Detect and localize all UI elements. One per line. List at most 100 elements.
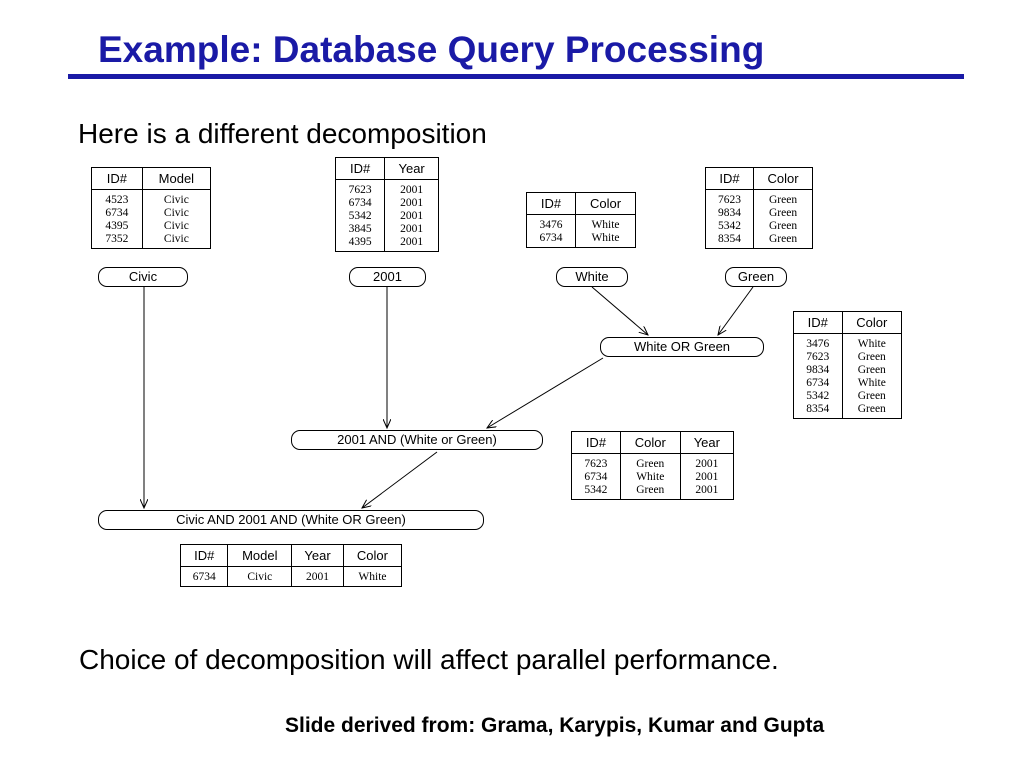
table-cell: Green bbox=[753, 220, 813, 233]
table-cell: Green bbox=[753, 189, 813, 207]
column-header: ID# bbox=[180, 544, 228, 567]
table-row: 3476 White bbox=[794, 333, 902, 351]
column-header: Year bbox=[384, 157, 439, 180]
column-header: Color bbox=[619, 431, 681, 454]
node-2001-and-white-or-green: 2001 AND (White or Green) bbox=[291, 430, 543, 450]
column-header: Color bbox=[575, 192, 636, 215]
column-header: ID# bbox=[793, 311, 843, 334]
title-underline bbox=[68, 74, 964, 79]
column-header: Color bbox=[841, 311, 902, 334]
table-cell: 5342 bbox=[584, 484, 608, 496]
table-cell: White bbox=[575, 214, 636, 232]
table-row: 8354 Green bbox=[794, 403, 902, 419]
table-row: 6734 2001 bbox=[336, 197, 439, 210]
table-cell: Green bbox=[841, 390, 902, 403]
arrow-or-to-and bbox=[487, 357, 604, 428]
table-cell: 9834 bbox=[806, 364, 830, 376]
table-cell: 8354 bbox=[806, 403, 830, 415]
column-header: Model bbox=[227, 544, 292, 567]
table-cell: Civic bbox=[141, 220, 211, 233]
table-cell: 7623 bbox=[806, 351, 830, 363]
table-cell: 2001 bbox=[384, 210, 439, 223]
table-cell: 6734 bbox=[105, 207, 129, 219]
slide-credit: Slide derived from: Grama, Karypis, Kuma… bbox=[285, 714, 825, 737]
slide-title: Example: Database Query Processing bbox=[98, 29, 765, 70]
table-cell: 6734 bbox=[192, 571, 216, 583]
table-cell: White bbox=[841, 333, 902, 351]
table-cell: 3476 bbox=[539, 219, 563, 231]
table-cell: 2001 bbox=[679, 471, 734, 484]
table-header-row: ID#Color bbox=[526, 192, 636, 215]
table-cell: Civic bbox=[141, 233, 211, 249]
column-header: Model bbox=[141, 167, 211, 190]
table-row: 9834 Green bbox=[706, 207, 813, 220]
table-cell: White bbox=[342, 566, 402, 587]
table-row: 4523 Civic bbox=[92, 189, 211, 207]
column-header: ID# bbox=[705, 167, 754, 190]
table-cell: 6734 bbox=[348, 197, 372, 209]
table-cell: 6734 bbox=[806, 377, 830, 389]
node-white-or-green: White OR Green bbox=[600, 337, 764, 357]
table-header-row: ID#Model bbox=[91, 167, 211, 190]
column-header: ID# bbox=[335, 157, 385, 180]
table-cell: White bbox=[841, 377, 902, 390]
table-cell: Civic bbox=[141, 207, 211, 220]
table-cell: 3476 bbox=[806, 338, 830, 350]
node-civic: Civic bbox=[98, 267, 188, 287]
table-cell: 6734 bbox=[584, 471, 608, 483]
table-row: 4395 Civic bbox=[92, 220, 211, 233]
column-header: Year bbox=[679, 431, 734, 454]
table-row: 8354 Green bbox=[706, 233, 813, 249]
table-row: 6734 White bbox=[794, 377, 902, 390]
table-cell: Civic bbox=[227, 566, 292, 587]
node-white: White bbox=[556, 267, 628, 287]
table-cell: 2001 bbox=[384, 197, 439, 210]
column-header: ID# bbox=[91, 167, 143, 190]
table-cell: 6734 bbox=[539, 232, 563, 244]
table-cell: 2001 bbox=[384, 236, 439, 252]
table-row: 5342 2001 bbox=[336, 210, 439, 223]
table-cell: Green bbox=[619, 453, 681, 471]
table-cell: 9834 bbox=[718, 207, 742, 219]
table-cell: Green bbox=[753, 233, 813, 249]
table-cell: Green bbox=[753, 207, 813, 220]
table-row: 6734 Civic bbox=[92, 207, 211, 220]
slide-subtitle: Here is a different decomposition bbox=[78, 118, 487, 149]
table-cell: 5342 bbox=[348, 210, 372, 222]
table-cell: 2001 bbox=[679, 453, 734, 471]
table-cell: 4395 bbox=[105, 220, 129, 232]
arrow-green-to-or bbox=[718, 286, 754, 335]
table-cell: 8354 bbox=[718, 233, 742, 245]
table-cell: Green bbox=[841, 403, 902, 419]
table-cell: 4523 bbox=[105, 194, 129, 206]
column-header: ID# bbox=[526, 192, 576, 215]
table-cell: 3845 bbox=[348, 223, 372, 235]
table-cell: 5342 bbox=[718, 220, 742, 232]
table-cell: 2001 bbox=[384, 179, 439, 197]
node-civic-and-2001-and-white-or-green: Civic AND 2001 AND (White OR Green) bbox=[98, 510, 484, 530]
table-cell: Civic bbox=[141, 189, 211, 207]
arrow-white-to-or bbox=[591, 286, 648, 335]
table-cell: 7623 bbox=[584, 458, 608, 470]
table-header-row: ID#Year bbox=[335, 157, 439, 180]
